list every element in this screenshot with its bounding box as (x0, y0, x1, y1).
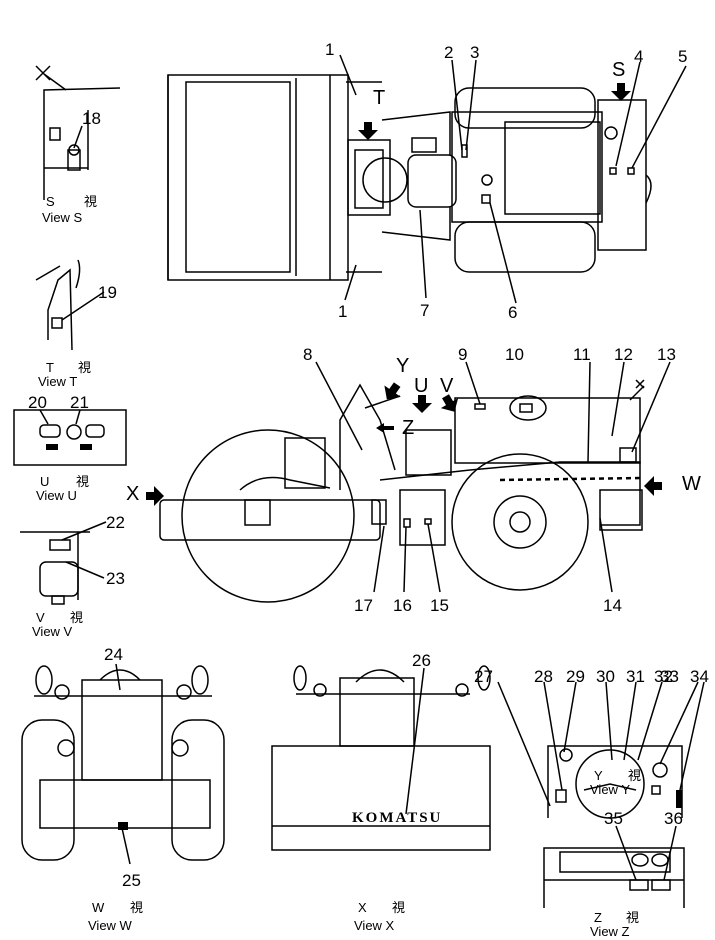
callout-20: 20 (28, 393, 47, 412)
callout-23: 23 (106, 569, 125, 588)
callout-31: 31 (626, 667, 645, 686)
view-x-caption: View X (354, 918, 395, 933)
callout-34: 34 (690, 667, 709, 686)
view-y-letter: Y (594, 768, 603, 783)
view-u-caption: View U (36, 488, 77, 503)
view-t-letter: T (46, 360, 54, 375)
view-letter-w: W (682, 473, 701, 495)
callout-35: 35 (604, 809, 623, 828)
view-v (20, 531, 90, 605)
callout-15: 15 (430, 596, 449, 615)
callout-1-top: 1 (325, 40, 334, 59)
view-s-caption: View S (42, 210, 83, 225)
view-t-kanji: 視 (78, 360, 91, 375)
view-u-letter: U (40, 474, 49, 489)
callout-2: 2 (444, 43, 453, 62)
callout-17: 17 (354, 596, 373, 615)
callout-33: 33 (660, 667, 679, 686)
komatsu-logo: KOMATSU (352, 810, 442, 826)
callout-25: 25 (122, 871, 141, 890)
view-s-kanji: 視 (84, 194, 97, 209)
view-u-kanji: 視 (76, 474, 89, 489)
view-v-kanji: 視 (70, 610, 83, 625)
view-direction-letters: S T U V W X Y Z (126, 59, 701, 505)
view-z (543, 847, 685, 908)
view-z-caption: View Z (590, 924, 630, 939)
view-u (13, 409, 127, 466)
view-letter-u: U (414, 375, 428, 397)
view-w-letter: W (92, 900, 105, 915)
callout-16: 16 (393, 596, 412, 615)
callout-32: 32 (654, 667, 673, 686)
callout-12: 12 (614, 345, 633, 364)
callout-30: 30 (596, 667, 615, 686)
callout-3: 3 (470, 43, 479, 62)
view-letter-t: T (373, 87, 385, 109)
callout-9: 9 (458, 345, 467, 364)
callout-26: 26 (412, 651, 431, 670)
callout-1-bottom: 1 (338, 302, 347, 321)
view-v-letter: V (36, 610, 45, 625)
view-v-caption: View V (32, 624, 73, 639)
callout-19: 19 (98, 283, 117, 302)
callout-5: 5 (678, 47, 687, 66)
view-w-kanji: 視 (130, 900, 143, 915)
view-letter-v: V (440, 375, 454, 397)
callout-21: 21 (70, 393, 89, 412)
view-s-letter: S (46, 194, 55, 209)
view-z-kanji: 視 (626, 910, 639, 925)
view-letter-x: X (126, 483, 139, 505)
callout-13: 13 (657, 345, 676, 364)
callout-10: 10 (505, 345, 524, 364)
callout-14: 14 (603, 596, 622, 615)
view-x-kanji: 視 (392, 900, 405, 915)
callout-18: 18 (82, 109, 101, 128)
view-y-kanji: 視 (628, 768, 641, 783)
callout-11: 11 (573, 345, 591, 364)
view-s (35, 65, 121, 200)
side-view (146, 379, 662, 603)
callout-36: 36 (664, 809, 683, 828)
leader-lines (39, 54, 705, 881)
view-letter-z: Z (402, 417, 414, 439)
view-t-caption: View T (38, 374, 77, 389)
view-x-letter: X (358, 900, 367, 915)
view-letter-y: Y (396, 355, 409, 377)
callout-7: 7 (420, 301, 429, 320)
view-captions: S 視 View S T 視 View T U 視 View U V 視 Vie… (32, 194, 641, 939)
callout-4: 4 (634, 47, 643, 66)
callout-numbers: 1 1 2 3 4 5 6 7 8 9 10 11 12 13 14 15 16… (28, 40, 709, 890)
callout-27: 27 (474, 667, 493, 686)
view-t (35, 259, 81, 351)
view-letter-s: S (612, 59, 625, 81)
callout-24: 24 (104, 645, 123, 664)
view-x: KOMATSU (271, 665, 491, 851)
callout-22: 22 (106, 513, 125, 532)
top-view (167, 74, 652, 281)
callout-6: 6 (508, 303, 517, 322)
callout-28: 28 (534, 667, 553, 686)
callout-29: 29 (566, 667, 585, 686)
view-w-caption: View W (88, 918, 133, 933)
callout-8: 8 (303, 345, 312, 364)
view-z-letter: Z (594, 910, 602, 925)
view-y-caption: View Y (590, 782, 630, 797)
view-w (21, 665, 225, 861)
